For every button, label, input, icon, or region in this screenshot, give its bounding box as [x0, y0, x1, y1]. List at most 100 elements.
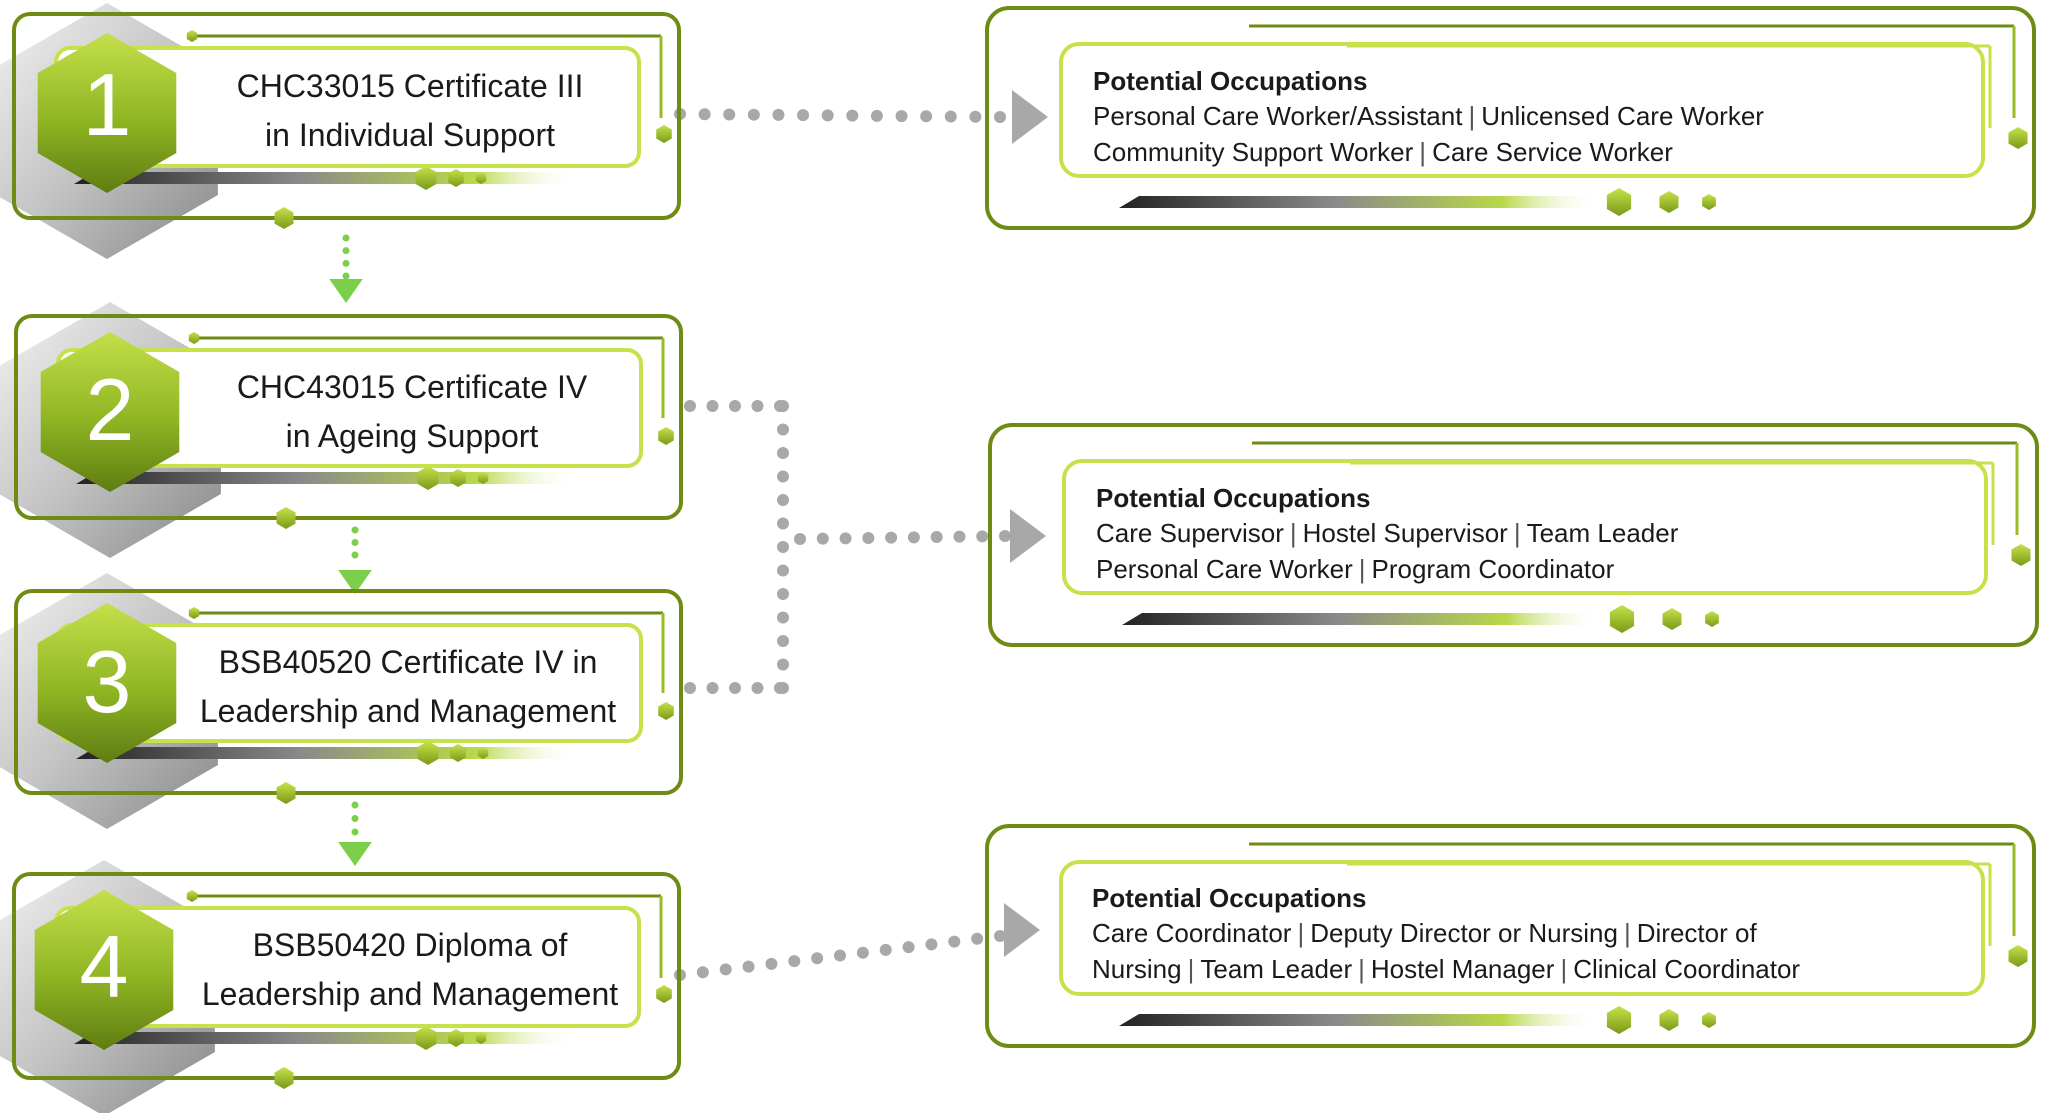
- small-hexagon-icon: [475, 1032, 487, 1044]
- occupation-separator: |: [1513, 518, 1521, 548]
- small-hexagon-icon: [658, 702, 674, 720]
- occupations-title: Potential Occupations: [1096, 483, 1371, 513]
- small-hexagon-icon: [1662, 608, 1682, 630]
- bottom-gradient-bar: [76, 747, 576, 759]
- connector-dot: [351, 828, 359, 836]
- connector-dot: [351, 551, 359, 559]
- number-hexagon-icon: [37, 603, 177, 763]
- outer-frame: [14, 314, 683, 520]
- small-hexagon-icon: [450, 469, 466, 487]
- small-hexagon-icon: [656, 985, 672, 1003]
- small-hexagon-icon: [450, 744, 466, 762]
- occupations-frame-2: [988, 423, 2039, 647]
- connector-dot: [862, 532, 875, 544]
- connector-dot: [976, 530, 989, 543]
- connector-dot: [944, 110, 957, 123]
- connector-dot: [948, 935, 961, 948]
- connector-dot: [777, 588, 789, 600]
- occupation-item: Hostel Supervisor: [1302, 518, 1508, 548]
- qualification-box-2: [0, 302, 683, 558]
- occupation-separator: |: [1187, 954, 1195, 984]
- connector-dot: [994, 111, 1006, 123]
- connector-dot: [777, 423, 789, 436]
- connector-dot: [902, 941, 915, 954]
- connector-dot: [342, 272, 350, 280]
- occupation-item: Nursing: [1092, 954, 1182, 984]
- small-hexagon-icon: [1659, 1009, 1679, 1031]
- small-hexagon-icon: [276, 782, 296, 804]
- connector-dot: [777, 541, 789, 553]
- small-hexagon-icon: [188, 332, 200, 344]
- small-hexagon-icon: [417, 741, 439, 765]
- small-hexagon-icon: [274, 207, 294, 229]
- connector-dot: [999, 530, 1011, 542]
- small-hexagon-icon: [1659, 191, 1679, 213]
- connector-arrow-icon: [338, 842, 372, 866]
- small-hexagon-icon: [1609, 605, 1635, 633]
- outer-frame: [985, 6, 2036, 230]
- occupation-item: Team Leader: [1200, 954, 1353, 984]
- connector-dot: [747, 108, 760, 121]
- connector-dot: [821, 109, 834, 122]
- small-hexagon-icon: [2011, 544, 2031, 566]
- occupation-separator: |: [1297, 918, 1305, 948]
- inner-card: [1062, 459, 1988, 595]
- connector-dot: [777, 470, 789, 483]
- occupations-line: Community Support Worker|Care Service Wo…: [1093, 134, 1764, 170]
- bottom-gradient-bar: [74, 172, 574, 184]
- occupations-title: Potential Occupations: [1093, 66, 1368, 96]
- connector-dot: [777, 400, 789, 412]
- connector-dot: [794, 533, 806, 545]
- connector-dot: [777, 517, 789, 530]
- small-hexagon-icon: [1606, 1006, 1632, 1034]
- connector-dot: [777, 447, 789, 459]
- qualification-title-3: BSB40520 Certificate IV in Leadership an…: [188, 638, 628, 736]
- qualification-title-line: Leadership and Management: [199, 693, 617, 729]
- connector-dot: [719, 963, 732, 976]
- connector-dot: [788, 955, 801, 968]
- small-hexagon-icon: [448, 169, 464, 187]
- qualification-title-line: in Individual Support: [265, 117, 555, 153]
- occupations-line: Care Coordinator|Deputy Director or Nurs…: [1092, 915, 1800, 951]
- connector-dot: [994, 930, 1006, 942]
- number-hexagon-icon: [37, 33, 177, 193]
- occupation-item: Care Coordinator: [1092, 918, 1292, 948]
- occupations-line: Nursing|Team Leader|Hostel Manager|Clini…: [1092, 951, 1800, 987]
- bottom-gradient-bar: [76, 472, 576, 484]
- connector-dot: [751, 400, 764, 412]
- connector-dot: [351, 801, 359, 809]
- qualification-box-1: [0, 3, 681, 259]
- qualification-title-line: BSB50420 Diploma of: [252, 927, 568, 963]
- small-hexagon-icon: [448, 1029, 464, 1047]
- small-hexagon-icon: [1606, 188, 1632, 216]
- occupation-item: Personal Care Worker/Assistant: [1093, 101, 1463, 131]
- occupation-separator: |: [1560, 954, 1568, 984]
- connector-dot: [723, 108, 736, 121]
- bottom-gradient-bar: [74, 1032, 574, 1044]
- outer-frame: [12, 872, 681, 1080]
- connector-arrow-icon: [1012, 90, 1048, 144]
- small-hexagon-icon: [477, 747, 489, 759]
- occupation-item: Care Service Worker: [1432, 137, 1673, 167]
- small-hexagon-icon: [1702, 1012, 1716, 1028]
- small-hexagon-icon: [186, 890, 198, 902]
- small-hexagon-icon: [475, 172, 487, 184]
- connector-dot: [953, 530, 966, 543]
- connector-dot: [729, 400, 741, 412]
- bottom-gradient-bar: [1119, 1014, 1599, 1026]
- occupation-separator: |: [1358, 554, 1366, 584]
- small-hexagon-icon: [188, 607, 200, 619]
- connector-dot: [765, 957, 778, 970]
- connector-dot: [777, 635, 789, 647]
- connector-dot: [885, 531, 898, 544]
- connector-dot: [342, 234, 350, 242]
- connector-arrow-icon: [329, 279, 363, 303]
- occupation-item: Hostel Manager: [1370, 954, 1555, 984]
- connector-dot: [684, 400, 696, 412]
- occupations-frame-3: [985, 824, 2036, 1048]
- occupation-separator: |: [1289, 518, 1297, 548]
- connector-dot: [925, 938, 938, 951]
- occupations-frame-1: [985, 6, 2036, 230]
- small-hexagon-icon: [415, 166, 437, 190]
- bottom-gradient-bar: [1119, 196, 1599, 208]
